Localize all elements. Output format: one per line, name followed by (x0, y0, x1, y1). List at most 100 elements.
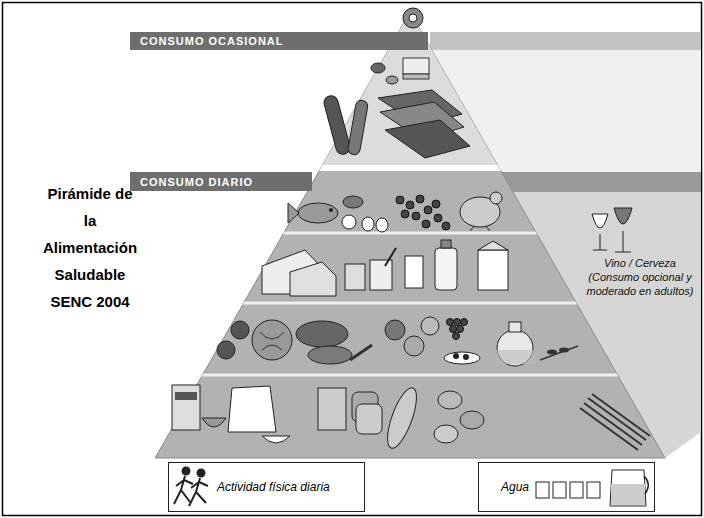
jug-water (611, 484, 645, 505)
milk-bottle (435, 248, 457, 290)
donut (403, 8, 423, 28)
cabbage (252, 320, 292, 360)
pyramid-face (155, 12, 665, 458)
legume (396, 196, 404, 204)
bottle-cap (441, 240, 451, 248)
olive-leaf (547, 350, 557, 355)
runner-body (189, 478, 208, 506)
row-line (150, 374, 670, 377)
yogurt (370, 260, 392, 290)
note-label: Vino / Cerveza (Consumo opcional y moder… (585, 256, 695, 298)
water-glass (570, 482, 583, 498)
sausage (347, 99, 368, 155)
runner-head (183, 468, 190, 475)
grape (453, 333, 460, 340)
greens (308, 346, 352, 364)
consumption-band: CONSUMO OCASIONAL (130, 32, 428, 50)
egg (376, 218, 388, 232)
fish-tail (288, 203, 299, 223)
olive-branch (540, 346, 578, 360)
butter (403, 58, 429, 74)
fruit (421, 317, 439, 335)
legume (424, 206, 432, 214)
chicken-head (490, 192, 502, 204)
legume (406, 201, 414, 209)
pasta-stick (592, 394, 650, 436)
legume (422, 220, 430, 228)
potato (434, 425, 458, 443)
tin (343, 196, 363, 208)
egg (362, 217, 374, 231)
glass-stem (600, 234, 601, 250)
node-text: CONSUMO DIARIO (140, 176, 253, 188)
potato (438, 391, 462, 409)
wine-glass (614, 208, 632, 224)
fish (298, 203, 338, 223)
occasional-bar (430, 32, 701, 50)
chicken-leg (470, 226, 474, 231)
cabbage-leaf (260, 332, 284, 350)
node-text: CONSUMO OCASIONAL (140, 35, 284, 47)
chicken-leg (486, 226, 490, 231)
pasta (580, 394, 650, 450)
node-text: Agua (501, 480, 529, 494)
tomato-slice (342, 215, 356, 229)
legume (401, 210, 409, 218)
olive-leaf (559, 348, 569, 353)
water-glass (587, 482, 600, 498)
baguette (382, 385, 423, 452)
runner-head (198, 470, 205, 477)
cereal-box (172, 385, 200, 430)
runner-body (174, 476, 193, 504)
grape (461, 319, 468, 326)
water-jug (610, 470, 646, 506)
fruit (385, 320, 405, 340)
fruit (404, 336, 424, 356)
flour-bag (228, 386, 276, 432)
carrot (350, 345, 372, 360)
legumes (396, 195, 450, 230)
row-line (150, 232, 670, 235)
glass-base (615, 252, 631, 253)
grape (457, 326, 464, 333)
wine-glass (592, 214, 608, 228)
olive (463, 354, 469, 360)
jug-handle (644, 476, 648, 494)
greens (296, 321, 348, 347)
milk-glass (405, 256, 423, 288)
carton-top (478, 241, 508, 250)
tomato (217, 341, 235, 359)
grape (447, 319, 454, 326)
runner-icon (174, 468, 208, 507)
section-line (150, 165, 670, 171)
bread-slice (356, 404, 382, 434)
legume (416, 195, 424, 203)
legume (432, 200, 440, 208)
water-box: Agua (478, 462, 655, 512)
grape (454, 319, 461, 326)
oil-jar (497, 330, 533, 366)
potato (460, 411, 484, 429)
daily-bar (501, 172, 701, 192)
donut-hole (409, 14, 417, 22)
spoon (385, 248, 396, 266)
cheese (290, 262, 336, 296)
pyramid-sections (150, 10, 670, 375)
oil (496, 350, 534, 364)
ham-slice (385, 120, 470, 158)
water-glass (536, 482, 549, 498)
pasta-stick (580, 408, 638, 450)
tomato (231, 321, 249, 339)
plate (444, 352, 480, 364)
cereal-box-label (175, 392, 197, 400)
legume (434, 214, 442, 222)
cereal-bowl (202, 418, 226, 427)
fish-eye (329, 208, 333, 212)
grape (450, 326, 457, 333)
water-glasses (536, 482, 600, 498)
butter (403, 74, 429, 79)
node-text: Actividad física diaria (217, 480, 330, 494)
